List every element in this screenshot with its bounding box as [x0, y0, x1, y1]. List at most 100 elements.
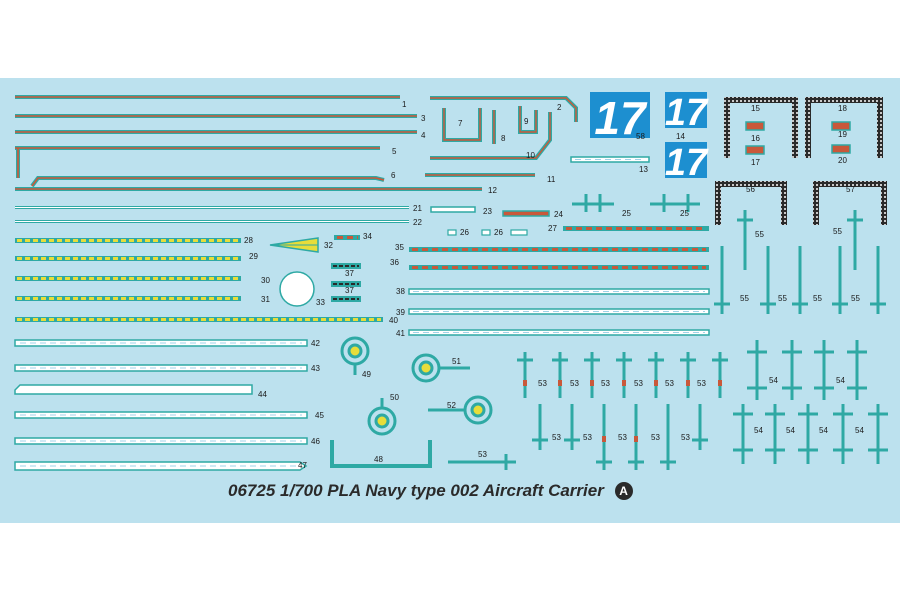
- label-20: 20: [838, 156, 847, 165]
- label-15: 15: [751, 104, 760, 113]
- label-53-6: 53: [697, 379, 706, 388]
- label-35: 35: [395, 243, 404, 252]
- hull-number-14: 17: [665, 92, 709, 134]
- label-22: 22: [413, 218, 422, 227]
- label-55-5: 55: [813, 294, 822, 303]
- label-58: 58: [636, 132, 645, 141]
- deck-lines-red: [15, 95, 482, 191]
- label-38: 38: [396, 287, 405, 296]
- label-32: 32: [324, 241, 333, 250]
- label-54-5: 54: [819, 426, 828, 435]
- label-24: 24: [554, 210, 563, 219]
- wires-53-accent: [523, 380, 722, 442]
- label-54-2: 54: [836, 376, 845, 385]
- wires-53: [517, 352, 728, 470]
- label-13: 13: [639, 165, 648, 174]
- label-50: 50: [390, 393, 399, 402]
- label-53-7: 53: [552, 433, 561, 442]
- label-40: 40: [389, 316, 398, 325]
- label-5: 5: [392, 147, 397, 156]
- sheet-caption: 06725 1/700 PLA Navy type 002 Aircraft C…: [228, 481, 633, 501]
- wires-54: [733, 340, 888, 464]
- sheet-letter-badge: A: [614, 482, 633, 500]
- label-27: 27: [548, 224, 557, 233]
- label-53-2: 53: [570, 379, 579, 388]
- label-1: 1: [402, 100, 407, 109]
- label-9: 9: [524, 117, 529, 126]
- red-flag-decals: [745, 121, 851, 155]
- label-26a: 26: [460, 228, 469, 237]
- label-43: 43: [311, 364, 320, 373]
- label-36: 36: [390, 258, 399, 267]
- label-18: 18: [838, 104, 847, 113]
- label-17: 17: [751, 158, 760, 167]
- label-55-4: 55: [778, 294, 787, 303]
- label-53-10: 53: [651, 433, 660, 442]
- scale-label: 1/700: [280, 481, 323, 500]
- label-52: 52: [447, 401, 456, 410]
- line-53-bottom: [448, 454, 516, 470]
- label-6: 6: [391, 171, 396, 180]
- label-21: 21: [413, 204, 422, 213]
- label-55-6: 55: [851, 294, 860, 303]
- hatched-frames: [715, 97, 887, 225]
- hull-number-13: 17: [665, 142, 709, 184]
- label-54-1: 54: [769, 376, 778, 385]
- label-31: 31: [261, 295, 270, 304]
- label-25a: 25: [622, 209, 631, 218]
- label-55-3: 55: [740, 294, 749, 303]
- label-48: 48: [374, 455, 383, 464]
- label-34: 34: [363, 232, 372, 241]
- label-53-11: 53: [681, 433, 690, 442]
- label-42: 42: [311, 339, 320, 348]
- wires-55: [714, 210, 886, 314]
- label-53-1: 53: [538, 379, 547, 388]
- label-10: 10: [526, 151, 535, 160]
- label-11: 11: [547, 175, 556, 184]
- decal-number-labels: 1 2 3 4 5 6 7 8 9 10 11 12 13 14 15 16 1…: [244, 100, 864, 470]
- yellow-dashed-lines: [15, 238, 383, 322]
- label-55-2: 55: [833, 227, 842, 236]
- label-53-4: 53: [634, 379, 643, 388]
- label-53-9: 53: [618, 433, 627, 442]
- label-12: 12: [488, 186, 497, 195]
- label-37a: 37: [345, 269, 354, 278]
- label-53-8: 53: [583, 433, 592, 442]
- label-53-3: 53: [601, 379, 610, 388]
- label-41: 41: [396, 329, 405, 338]
- red-dash-marks: [337, 227, 706, 269]
- label-49: 49: [362, 370, 371, 379]
- label-2: 2: [557, 103, 562, 112]
- label-54-4: 54: [786, 426, 795, 435]
- label-28: 28: [244, 236, 253, 245]
- label-46: 46: [311, 437, 320, 446]
- hull-number-decals: 17 17 17: [590, 92, 709, 184]
- yellow-dash-marks: [17, 239, 381, 321]
- label-39: 39: [396, 308, 405, 317]
- label-37b: 37: [345, 286, 354, 295]
- label-19: 19: [838, 130, 847, 139]
- label-51: 51: [452, 357, 461, 366]
- label-7: 7: [458, 119, 463, 128]
- bracket-48: [330, 440, 432, 468]
- circle-decals: [340, 336, 493, 436]
- deck-lines-white: [15, 206, 409, 223]
- label-53-5: 53: [665, 379, 674, 388]
- misc-small-decals: [269, 229, 528, 307]
- label-8: 8: [501, 134, 506, 143]
- label-16: 16: [751, 134, 760, 143]
- label-56: 56: [746, 185, 755, 194]
- label-54-3: 54: [754, 426, 763, 435]
- arrester-wires: [572, 194, 700, 212]
- label-57: 57: [846, 185, 855, 194]
- white-dash-marks: [20, 159, 705, 467]
- hull-number-58: 17: [594, 92, 648, 144]
- product-number: 06725: [228, 481, 276, 500]
- label-30: 30: [261, 276, 270, 285]
- label-4: 4: [421, 131, 426, 140]
- label-26b: 26: [494, 228, 503, 237]
- label-33: 33: [316, 298, 325, 307]
- label-54-6: 54: [855, 426, 864, 435]
- label-29: 29: [249, 252, 258, 261]
